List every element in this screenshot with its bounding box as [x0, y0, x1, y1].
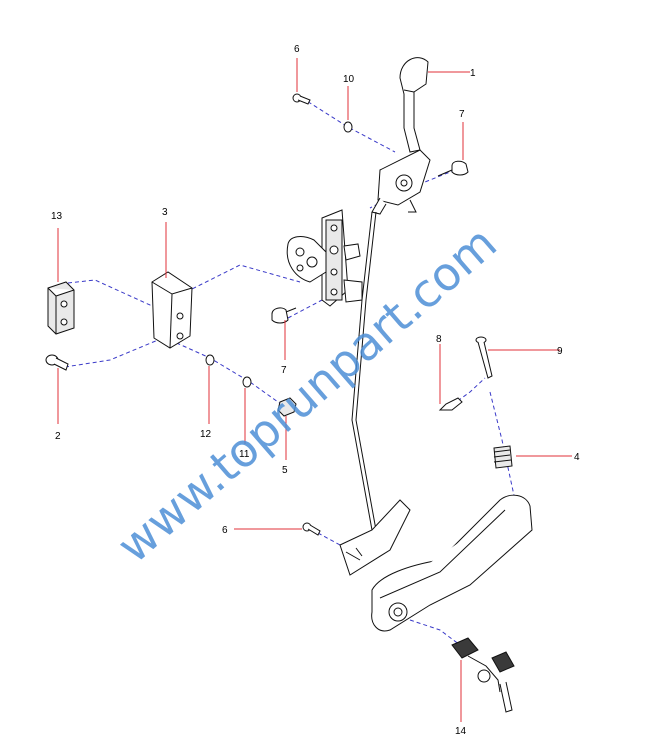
- screw-7-top-part: [437, 160, 469, 177]
- callout-6-bottom: 6: [222, 525, 228, 536]
- bolt-6-top-part: [292, 93, 311, 105]
- clip-8-part: [438, 397, 463, 411]
- washer-12-part: [205, 354, 215, 366]
- spring-4-part: [493, 445, 513, 469]
- callout-13: 13: [51, 211, 63, 222]
- pin-9-part: [475, 336, 493, 379]
- bolt-6-bottom-part: [302, 522, 321, 536]
- callout-6-top: 6: [294, 44, 300, 55]
- callout-7-top: 7: [459, 109, 465, 120]
- leader-lines: [57, 58, 572, 722]
- callout-12: 12: [200, 429, 212, 440]
- callout-8: 8: [436, 334, 442, 345]
- keys-part: [451, 637, 515, 713]
- callout-3: 3: [162, 207, 168, 218]
- outer-handle-part: [339, 494, 533, 632]
- callout-labels: 1 2 3 4 5 6 6 7 7 8 9 10 11 12 13 14: [51, 44, 580, 737]
- bracket-part: [151, 271, 193, 349]
- callout-14: 14: [455, 726, 467, 737]
- washer-11-part: [242, 376, 252, 388]
- callout-2: 2: [55, 431, 61, 442]
- screw-7-mid-part: [271, 307, 297, 324]
- pad-part: [47, 281, 75, 335]
- callout-5: 5: [282, 465, 288, 476]
- callout-1: 1: [470, 68, 476, 79]
- callout-10: 10: [343, 74, 355, 85]
- callout-7-mid: 7: [281, 365, 287, 376]
- callout-4: 4: [574, 452, 580, 463]
- callout-11: 11: [239, 449, 250, 460]
- bolt-2-part: [45, 354, 69, 371]
- nut-5-part: [277, 397, 297, 417]
- washer-10-part: [343, 121, 353, 133]
- latch-mechanism-part: [286, 209, 363, 307]
- lever-handle-part: [371, 57, 431, 215]
- callout-9: 9: [557, 346, 563, 357]
